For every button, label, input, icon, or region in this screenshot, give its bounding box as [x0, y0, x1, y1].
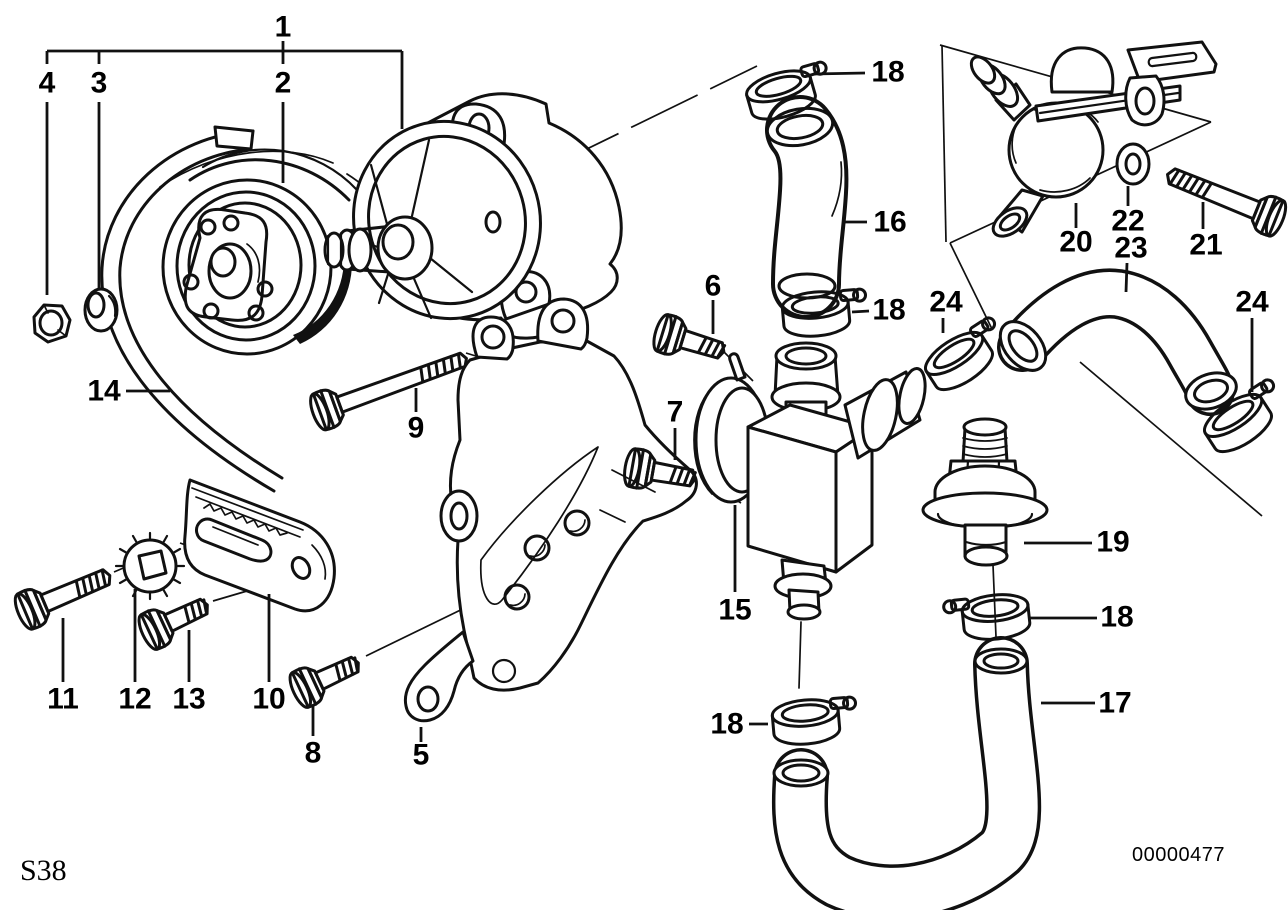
callout-part-3-2: 3	[91, 67, 108, 100]
hose-clamp-18	[769, 694, 861, 749]
bracket-lug	[536, 297, 590, 351]
formed-hose	[997, 268, 1238, 416]
leader-lines	[45, 41, 1254, 742]
callout-part-2-1: 2	[275, 67, 292, 100]
leader-line-part-18	[851, 309, 870, 314]
callout-part-23-25: 23	[1114, 232, 1147, 265]
adjuster-sprocket	[114, 531, 186, 601]
vacuum-nipple	[728, 352, 747, 382]
callout-part-15-14: 15	[718, 594, 751, 627]
bracket-lug	[471, 315, 515, 361]
callout-part-20-22: 20	[1059, 226, 1092, 259]
pulley	[161, 148, 359, 356]
artwork	[9, 40, 1288, 910]
drawing-code: S38	[20, 854, 67, 887]
construction-line	[949, 242, 993, 330]
callout-part-9-8: 9	[408, 412, 425, 445]
callout-part-24-27: 24	[1235, 286, 1269, 319]
plate-teeth	[203, 503, 288, 536]
leader-line-part-18	[812, 71, 866, 76]
u-hose	[771, 564, 1042, 910]
callout-part-7-6: 7	[667, 396, 684, 429]
air-pump	[323, 92, 623, 340]
air-valve-assembly	[969, 40, 1218, 238]
callout-part-18-18: 18	[872, 294, 905, 327]
check-valve-fitting	[921, 417, 1049, 567]
belt-end-block	[213, 125, 255, 151]
callout-part-18-20: 18	[1100, 601, 1133, 634]
callout-part-8-7: 8	[305, 737, 322, 770]
plate-number: 00000477	[1132, 844, 1225, 866]
valve-bracket-tab	[1124, 74, 1166, 127]
bolt-13	[133, 585, 218, 655]
callout-part-21-23: 21	[1189, 229, 1222, 262]
bracket-foot	[403, 630, 475, 723]
washer-22	[1115, 142, 1151, 186]
callout-part-19-21: 19	[1096, 526, 1129, 559]
callout-part-10-9: 10	[252, 683, 285, 716]
construction-line	[212, 590, 248, 602]
callout-part-1-0: 1	[275, 11, 292, 44]
callout-part-14-13: 14	[87, 375, 121, 408]
callout-part-17-16: 17	[1098, 687, 1131, 720]
construction-line	[1079, 361, 1263, 517]
construction-line	[365, 601, 478, 657]
plate-slot	[195, 517, 273, 563]
callout-part-13-12: 13	[172, 683, 205, 716]
nut	[32, 303, 72, 344]
tensioner-plate	[183, 478, 336, 613]
bolt-21	[1158, 154, 1288, 241]
callout-part-24-26: 24	[929, 286, 963, 319]
construction-line	[941, 44, 947, 243]
washer	[83, 287, 119, 333]
callout-part-16-15: 16	[873, 206, 906, 239]
hose-clamp-18	[941, 590, 1033, 646]
drive-belt	[100, 125, 388, 493]
bolt-6	[648, 310, 732, 372]
callout-part-22-24: 22	[1111, 205, 1144, 238]
air-hose-elbow	[765, 95, 849, 319]
callout-part-12-11: 12	[118, 683, 151, 716]
diverter-valve	[693, 341, 927, 689]
callout-part-5-4: 5	[413, 739, 430, 772]
callout-part-18-19: 18	[710, 708, 743, 741]
mounting-bracket	[403, 297, 698, 723]
bolt-9	[305, 338, 475, 435]
callout-part-4-3: 4	[39, 67, 56, 100]
callout-part-11-10: 11	[47, 683, 79, 716]
leader-line-part-23	[1124, 262, 1129, 293]
callout-part-18-17: 18	[871, 56, 904, 89]
bolt-8	[284, 643, 369, 713]
callout-part-6-5: 6	[705, 270, 722, 303]
